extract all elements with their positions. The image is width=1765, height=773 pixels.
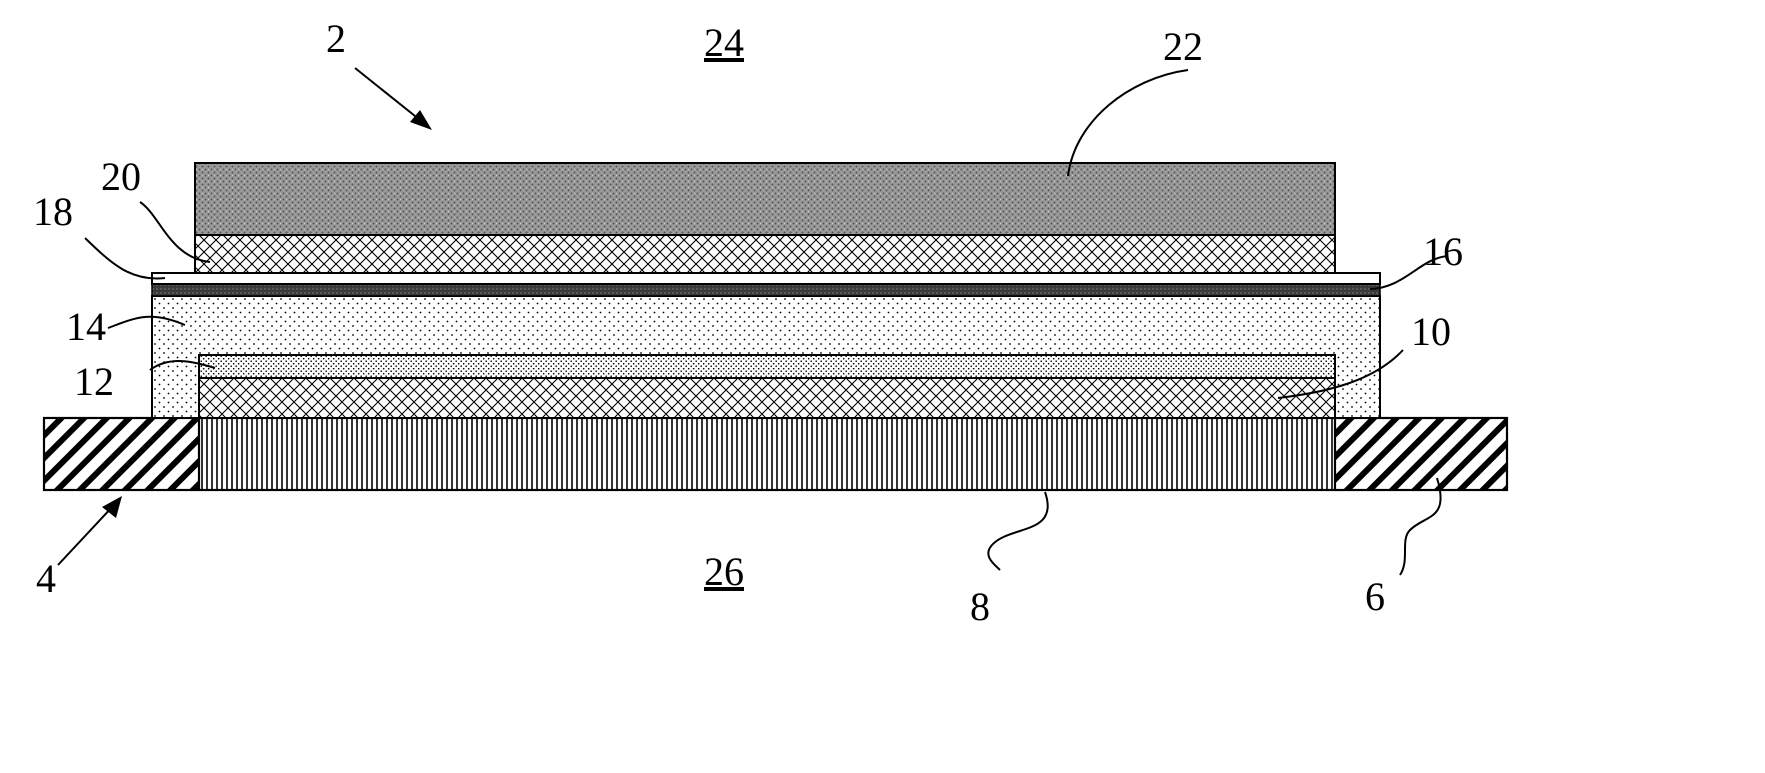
label-bottom-electrode: 10 (1411, 309, 1451, 354)
label-barrier-layer: 16 (1423, 229, 1463, 274)
label-top-electrode: 20 (101, 154, 141, 199)
membrane-region (199, 418, 1335, 490)
interface-layer (199, 355, 1335, 378)
bottom-electrode (199, 378, 1335, 418)
label-top-layer: 22 (1163, 24, 1203, 69)
top-layer (195, 163, 1335, 235)
label-membrane-region: 8 (970, 584, 990, 629)
leader-22 (1068, 70, 1188, 176)
label-interface-layer: 12 (74, 359, 114, 404)
leader-4 (58, 505, 114, 565)
frame-left (44, 418, 199, 490)
cap-layer (152, 273, 1380, 284)
top-electrode (195, 235, 1335, 273)
leader-8 (988, 492, 1047, 570)
label-dielectric: 14 (66, 304, 106, 349)
label-cap-layer: 18 (33, 189, 73, 234)
label-lower-region: 26 (704, 549, 744, 594)
arrowhead-2 (410, 110, 432, 130)
leader-2 (355, 68, 425, 124)
label-substrate-assembly: 4 (36, 556, 56, 601)
label-frame: 6 (1365, 574, 1385, 619)
barrier-layer (152, 284, 1380, 296)
label-device: 2 (326, 16, 346, 61)
label-upper-region: 24 (704, 20, 744, 65)
leader-6 (1400, 478, 1441, 575)
substrate (44, 418, 1507, 490)
frame-right (1335, 418, 1507, 490)
